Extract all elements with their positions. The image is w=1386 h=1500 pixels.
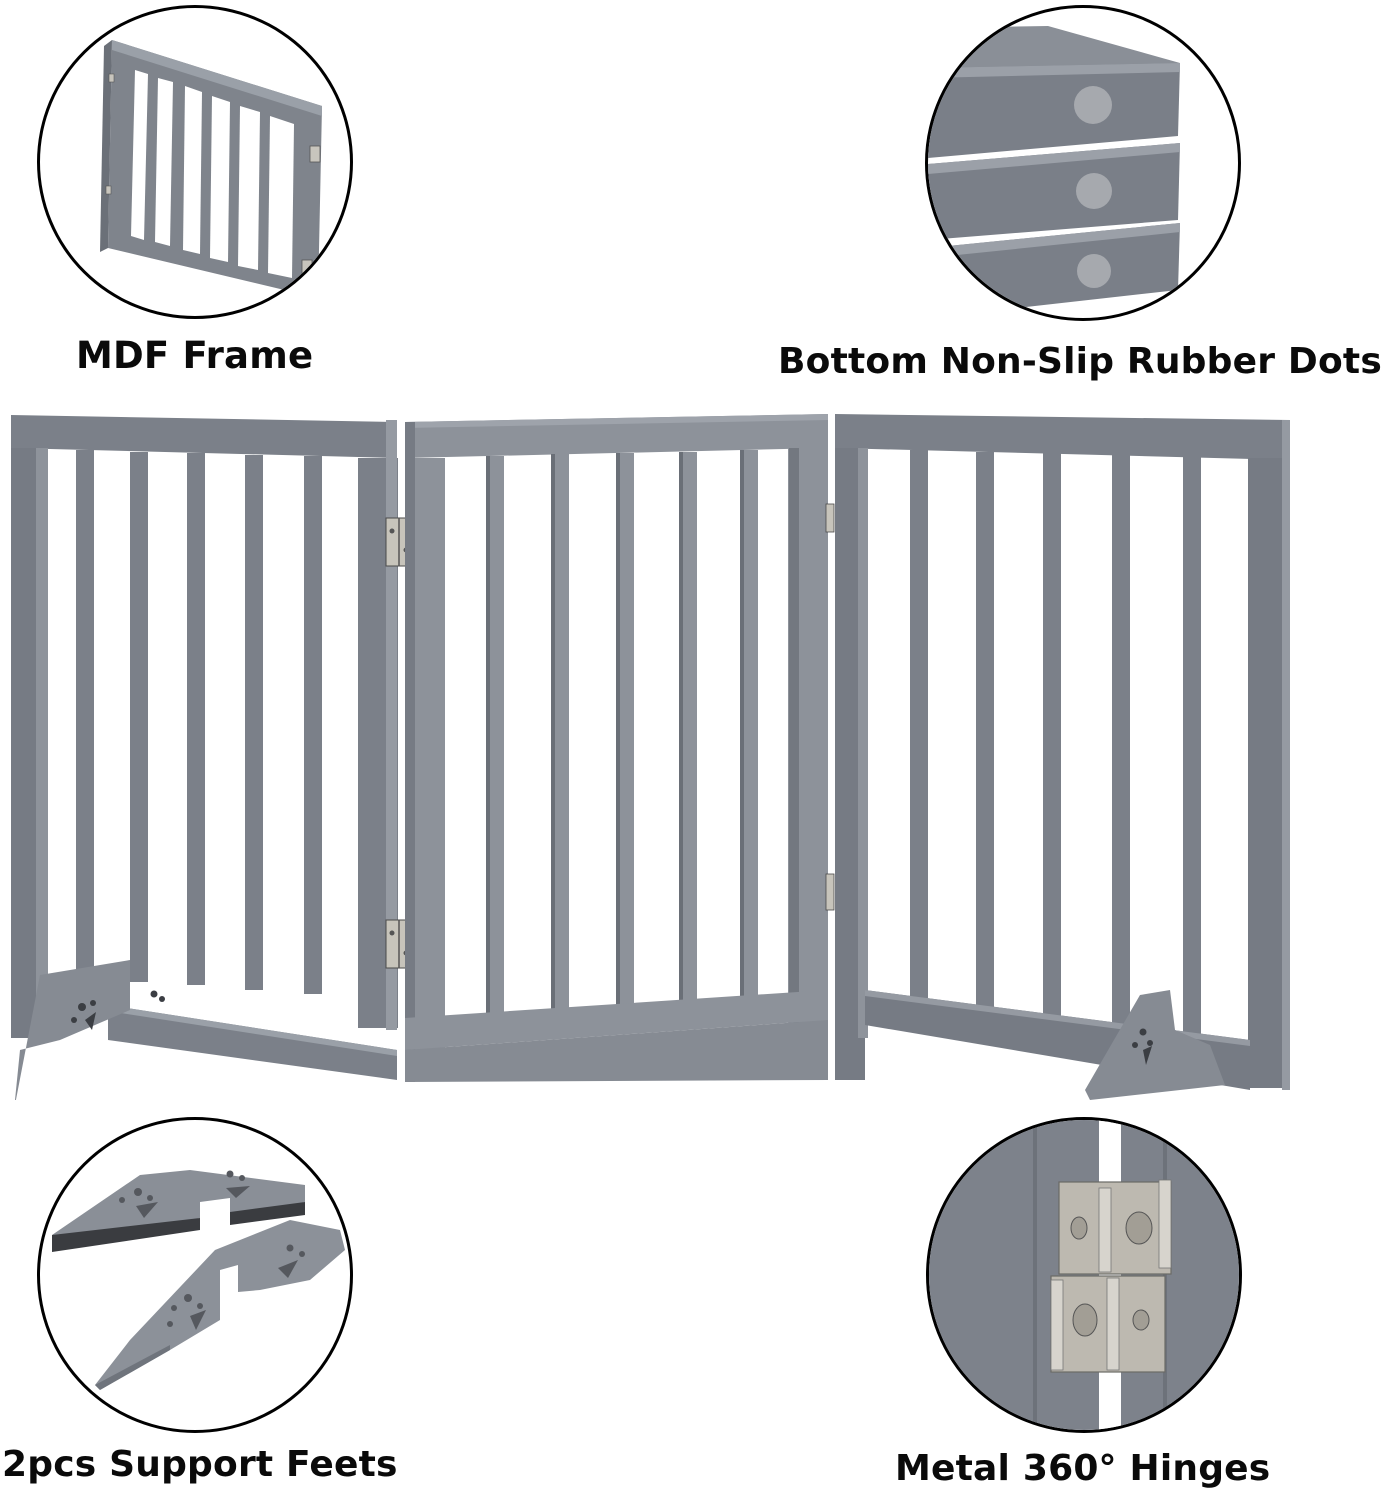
support-feet-icon [52, 1170, 345, 1390]
middle-panel [405, 414, 828, 1082]
rubber-dots-label: Bottom Non-Slip Rubber Dots [778, 341, 1382, 382]
left-panel [11, 415, 398, 1100]
right-panel [835, 414, 1290, 1100]
support-feet-label: 2pcs Support Feets [2, 1444, 398, 1485]
hinge-right-lower [825, 873, 835, 911]
rubber-dots-circle [925, 5, 1241, 321]
gate-panel-icon [100, 40, 322, 298]
hinges-circle [926, 1117, 1242, 1433]
folding-gate-illustration [11, 414, 1290, 1100]
hinges-label: Metal 360° Hinges [895, 1448, 1271, 1489]
rubber-dots-icon [928, 26, 1180, 318]
hinge-right-upper [825, 503, 835, 533]
mdf-frame-circle [37, 5, 353, 319]
hinge-icon [929, 1120, 1239, 1430]
support-feet-circle [37, 1117, 353, 1433]
mdf-frame-label: MDF Frame [76, 334, 314, 377]
